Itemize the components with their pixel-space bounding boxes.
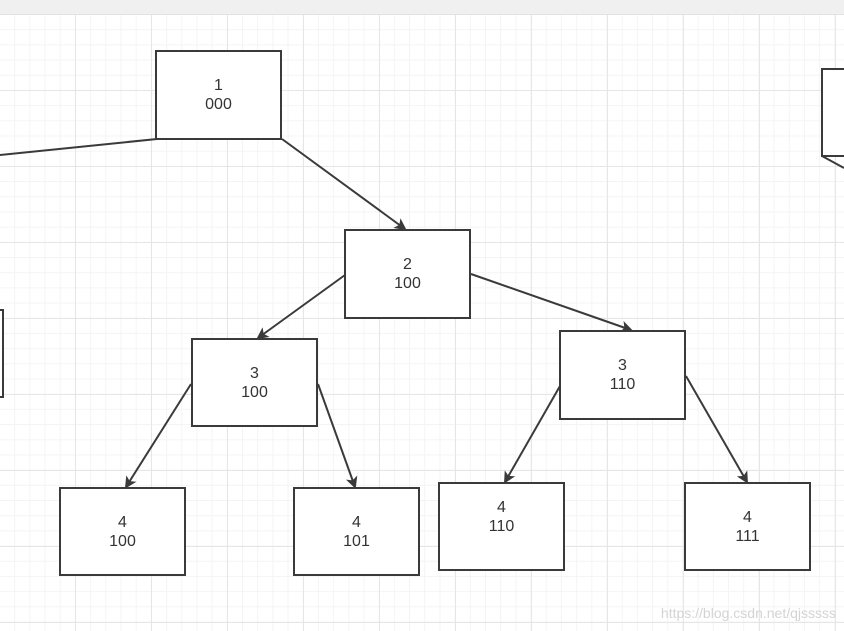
node-code: 100 bbox=[394, 275, 421, 292]
node-level: 4 bbox=[497, 499, 506, 516]
node-code: 110 bbox=[609, 376, 636, 393]
tree-node-level3-right[interactable]: 3 110 bbox=[559, 330, 686, 420]
node-level: 2 bbox=[403, 256, 412, 273]
node-level: 4 bbox=[352, 513, 361, 531]
edge-l2-to-l3a bbox=[256, 274, 346, 340]
edge-l3b-to-l4c bbox=[504, 385, 561, 484]
edge-l2-to-l3b bbox=[470, 273, 633, 333]
tree-node-level3-left[interactable]: 3 100 bbox=[191, 338, 318, 427]
node-level: 3 bbox=[618, 357, 627, 374]
top-toolbar bbox=[0, 0, 844, 15]
node-code: 000 bbox=[205, 96, 232, 113]
edge-root-to-l2 bbox=[281, 138, 407, 231]
offscreen-node-left[interactable] bbox=[0, 309, 4, 398]
node-code: 111 bbox=[735, 527, 760, 545]
edge-offscreen-right bbox=[821, 155, 844, 169]
node-code: 100 bbox=[241, 383, 268, 401]
node-code: 100 bbox=[109, 532, 136, 550]
tree-node-root[interactable]: 1 000 bbox=[155, 50, 282, 140]
tree-node-level4-c[interactable]: 4 110 bbox=[438, 482, 565, 571]
tree-node-level4-b[interactable]: 4 101 bbox=[293, 487, 420, 576]
tree-node-level4-d[interactable]: 4 111 bbox=[684, 482, 811, 571]
diagram-canvas[interactable] bbox=[0, 15, 844, 631]
edge-root-offscreen-left bbox=[0, 138, 158, 156]
tree-node-level4-a[interactable]: 4 100 bbox=[59, 487, 186, 576]
tree-node-level2[interactable]: 2 100 bbox=[344, 229, 471, 319]
node-code: 101 bbox=[343, 532, 370, 550]
watermark-text: https://blog.csdn.net/qjsssss bbox=[660, 605, 836, 621]
edge-l3a-to-l4a bbox=[124, 383, 192, 489]
edge-l3b-to-l4d bbox=[685, 375, 748, 484]
node-level: 4 bbox=[118, 513, 127, 531]
node-code: 110 bbox=[488, 518, 515, 535]
node-level: 3 bbox=[250, 364, 259, 382]
node-level: 1 bbox=[214, 77, 223, 94]
edge-l3a-to-l4b bbox=[317, 383, 358, 489]
node-level: 4 bbox=[743, 508, 752, 526]
offscreen-node-right[interactable] bbox=[821, 68, 844, 157]
